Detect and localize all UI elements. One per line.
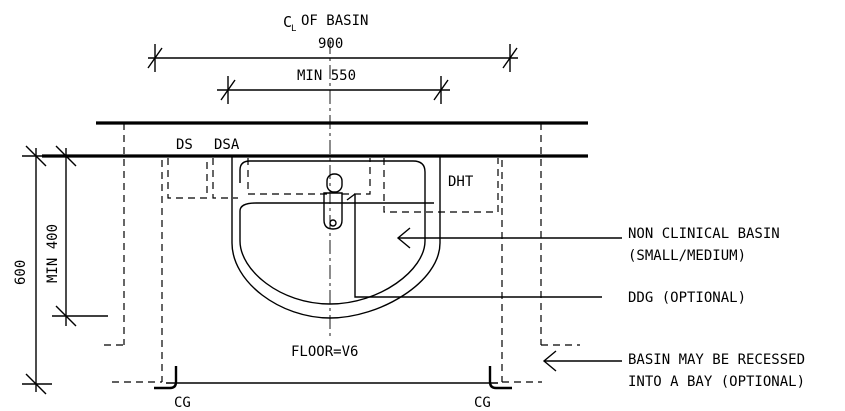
recess-callout-line1: BASIN MAY BE RECESSED: [628, 352, 805, 368]
height-total-label: 600: [13, 260, 29, 285]
width-total-label: 900: [318, 36, 343, 52]
soap-dispenser-ds: [167, 158, 208, 199]
ds-label: DS: [176, 137, 193, 153]
dispenser-dashed-internal: [247, 158, 371, 195]
basin-callout-line2: (SMALL/MEDIUM): [628, 248, 746, 264]
centerline-label: OF BASIN: [301, 13, 368, 29]
recess-leader: [542, 350, 622, 372]
ddg-leader: [354, 194, 602, 298]
dht-label: DHT: [448, 174, 474, 190]
cg-left-label: CG: [174, 395, 191, 411]
floor-label: FLOOR=V6: [291, 344, 358, 360]
basin-bowl: [239, 160, 434, 305]
recess-bay-right: [501, 123, 580, 383]
centerline-symbol: C: [283, 13, 292, 31]
dimension-min-400: [52, 145, 108, 327]
corner-guard-right: [488, 366, 512, 390]
basin-leader: [396, 227, 622, 249]
dimension-900: [147, 44, 518, 72]
ddg-callout: DDG (OPTIONAL): [628, 290, 746, 306]
height-min-label: MIN 400: [45, 224, 61, 283]
basin-outline: [231, 156, 441, 319]
corner-guard-left: [154, 366, 178, 390]
soap-dispenser-dsa: [212, 158, 238, 199]
recess-bay-left: [104, 123, 163, 383]
dimension-min-550: [217, 76, 450, 104]
towel-dispenser-dht: [383, 158, 499, 213]
cg-right-label: CG: [474, 395, 491, 411]
tap-icon: [323, 173, 343, 230]
ddg-mark: [346, 193, 356, 201]
width-min-label: MIN 550: [297, 68, 356, 84]
recess-callout-line2: INTO A BAY (OPTIONAL): [628, 374, 805, 390]
centerline-subscript: L: [291, 24, 296, 34]
dimension-600: [22, 145, 52, 395]
basin-callout-line1: NON CLINICAL BASIN: [628, 226, 780, 242]
dsa-label: DSA: [214, 137, 240, 153]
